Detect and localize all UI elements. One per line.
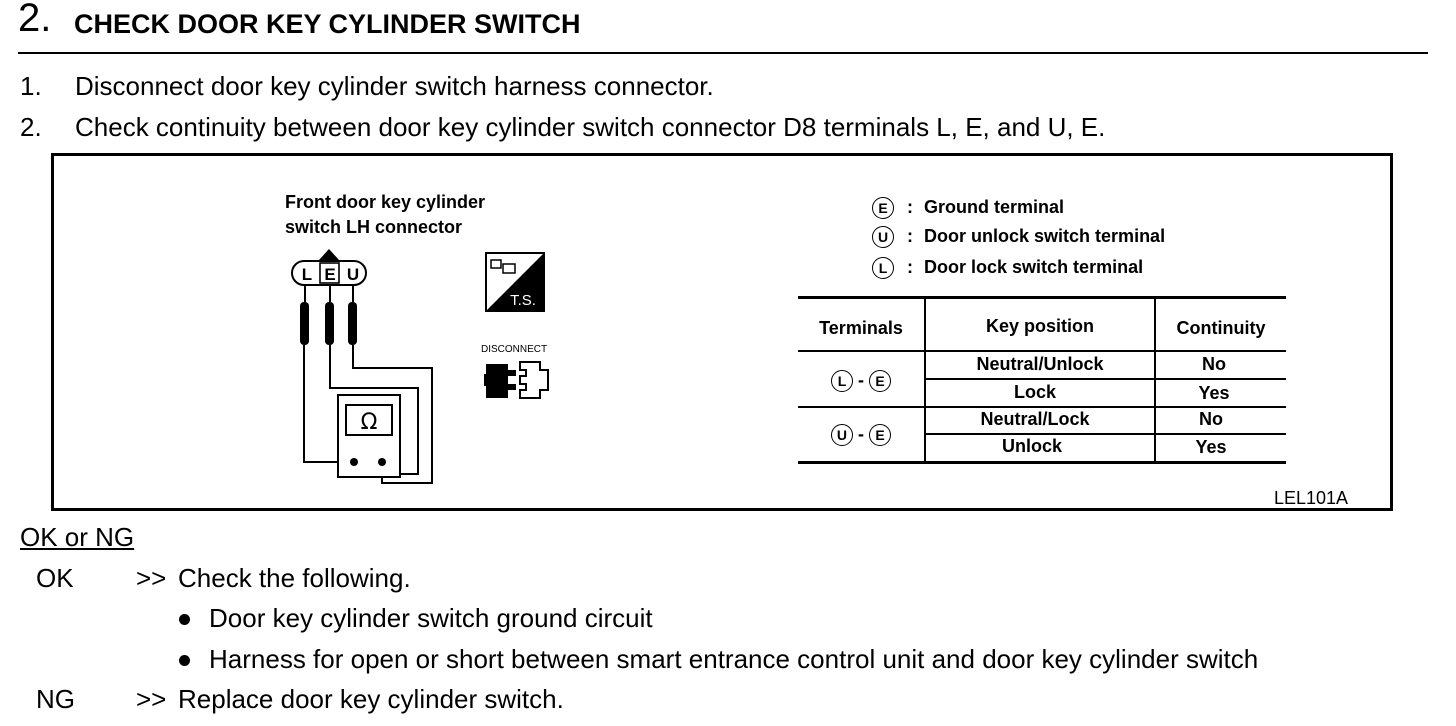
ok-or-ng-title: OK or NG <box>20 522 135 552</box>
disconnect-icon <box>484 361 549 399</box>
continuity-cell: No <box>1202 354 1226 374</box>
ok-bullet-2: Harness for open or short between smart … <box>209 644 1259 674</box>
terminals-u-e: U - E <box>798 424 924 447</box>
connector-label-line1: Front door key cylinder <box>285 192 486 212</box>
position-cell: Neutral/Unlock <box>976 354 1104 374</box>
ohmmeter-terminal-pos <box>378 458 386 466</box>
header-terminals: Terminals <box>819 318 903 338</box>
continuity-cell: Yes <box>1198 383 1230 403</box>
ohmmeter-wiring-diagram: L E U Ω <box>291 249 433 484</box>
trouble-shooting-icon: T.S. <box>485 252 545 312</box>
connector-label-line2: switch LH connector <box>285 217 463 237</box>
continuity-cell: Yes <box>1195 437 1227 457</box>
continuity-table: Terminals Key position Continuity L - E … <box>798 296 1286 466</box>
ok-bullet-1: Door key cylinder switch ground circuit <box>209 603 653 633</box>
heading-rule <box>18 52 1428 54</box>
ohm-symbol: Ω <box>361 410 378 435</box>
continuity-cell: No <box>1199 409 1223 429</box>
position-cell: Lock <box>1013 382 1056 402</box>
ok-label: OK <box>36 563 74 593</box>
ohmmeter-display-icon <box>345 404 393 436</box>
position-cell: Neutral/Lock <box>980 409 1090 429</box>
bullet-icon <box>179 614 190 625</box>
ohmmeter-terminal-neg <box>350 458 358 466</box>
ok-text: Check the following. <box>178 563 411 593</box>
disconnect-label: DISCONNECT <box>481 344 548 355</box>
instruction-1-text: Disconnect door key cylinder switch harn… <box>75 71 714 101</box>
test-probes-icon <box>300 302 357 345</box>
instruction-1-number: 1. <box>20 71 42 101</box>
figure-id: LEL101A <box>1274 488 1349 508</box>
legend-row-lock: L : Door lock switch terminal <box>872 257 1144 280</box>
bullet-icon <box>179 655 190 666</box>
terminal-l-symbol: L <box>872 257 894 280</box>
instruction-2-number: 2. <box>20 112 42 142</box>
ok-arrow: >> <box>136 563 167 593</box>
figure-frame <box>51 153 1393 511</box>
connector-lock-tab-icon <box>319 249 339 260</box>
terminal-e-symbol: E <box>872 197 894 220</box>
legend-ground-text: Ground terminal <box>924 197 1065 217</box>
terminal-u-symbol: U <box>872 226 894 249</box>
terminals-l-e: L - E <box>798 370 924 393</box>
legend-unlock-text: Door unlock switch terminal <box>924 226 1166 246</box>
legend-lock-text: Door lock switch terminal <box>924 257 1144 277</box>
step-title: CHECK DOOR KEY CYLINDER SWITCH <box>74 9 581 39</box>
ng-label: NG <box>36 684 75 714</box>
instruction-2-text: Check continuity between door key cylind… <box>75 112 1106 142</box>
ts-label: T.S. <box>510 292 536 309</box>
legend-row-unlock: U : Door unlock switch terminal <box>872 226 1166 249</box>
pin-l-label: L <box>302 265 312 284</box>
header-continuity: Continuity <box>1176 318 1266 338</box>
step-number: 2. <box>18 0 52 40</box>
pin-e-label: E <box>324 265 335 284</box>
position-cell: Unlock <box>1001 436 1062 456</box>
pin-u-label: U <box>347 265 359 284</box>
ng-text: Replace door key cylinder switch. <box>178 684 564 714</box>
legend-row-ground: E : Ground terminal <box>872 197 1065 220</box>
header-key-position: Key position <box>985 316 1094 336</box>
ng-arrow: >> <box>136 684 167 714</box>
